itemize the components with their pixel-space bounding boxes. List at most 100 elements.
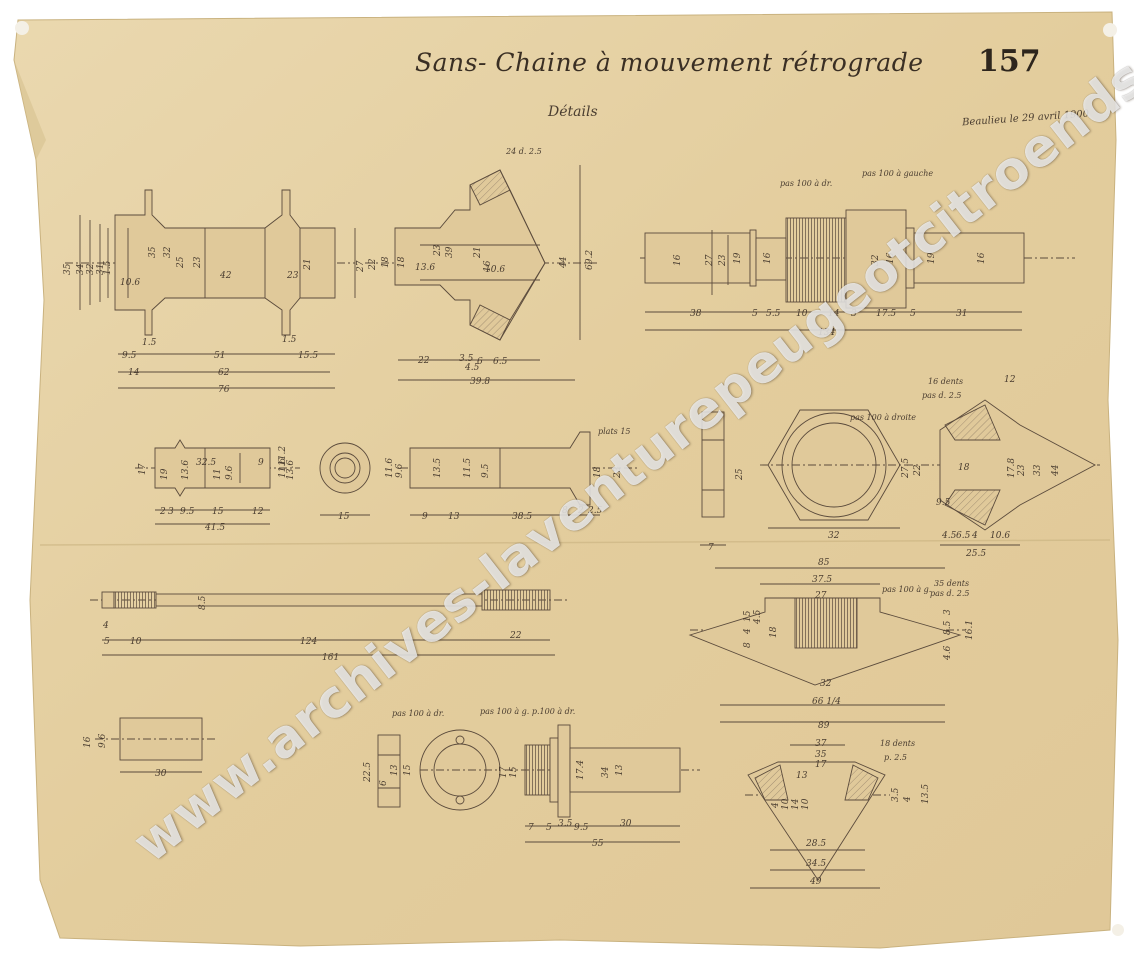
note-gear35-teeth: 35 dents	[934, 579, 969, 588]
dim-bevel-4: 23	[433, 244, 443, 257]
dim-hub-1: 34	[76, 263, 86, 275]
dim-gear18-2: 17	[815, 760, 827, 770]
dim-shaft-0: 16	[673, 254, 683, 266]
dim-gear35-14: 16.1	[965, 620, 975, 640]
dim-gear35-5: 8	[743, 642, 753, 648]
dim-shaft-16: 5	[910, 309, 916, 319]
dim-shaft-13: 14	[828, 309, 840, 319]
dim-bush-0: 17	[499, 766, 509, 778]
dim-shaft-11: 5.5	[766, 309, 781, 319]
gear-16-teeth-drawing	[905, 399, 1100, 546]
dim-shaft-5: 32	[871, 254, 881, 266]
hex-nut-side-drawing	[700, 411, 726, 546]
dim-hub-0: 35	[63, 263, 73, 275]
dim-gear16-4: 17.8	[1007, 458, 1017, 478]
dim-hub-12: 1.5	[142, 338, 157, 348]
dim-small-sleeve-2: 30	[155, 769, 167, 779]
dim-gear18-0: 37	[815, 739, 827, 749]
dim-shaft-15: 17.5	[876, 309, 896, 319]
dim-nut-0: 22.5	[363, 762, 373, 783]
dim-gear16-11: 4	[971, 531, 978, 541]
dim-sleeve-small-4: 11	[213, 469, 223, 480]
small-sleeve-drawing	[135, 439, 300, 525]
dim-bevel-5: 39	[445, 246, 455, 258]
dim-hub-9: 42	[219, 271, 232, 281]
dim-rod-1: 5	[104, 637, 110, 647]
dim-hub-14: 9.5	[122, 351, 137, 361]
gear-35-teeth-drawing	[688, 567, 965, 723]
dim-shaft-8: 16	[977, 252, 987, 264]
dim-gear18-6: 10	[801, 798, 811, 810]
dim-bush-8: 9.5	[574, 823, 589, 833]
dim-sleeve-small-6: 11.6	[278, 458, 288, 478]
dim-hub-5: 35	[148, 246, 158, 258]
dim-gear16-8: 9.5	[936, 498, 951, 508]
dim-shaft-2: 23	[718, 254, 728, 267]
dim-washer-0: 15	[338, 512, 350, 522]
dim-gear35-6: 4.5	[753, 609, 763, 625]
note-nut-pitch: pas 100 à dr.	[392, 709, 444, 718]
dim-gear35-12: 8.5	[943, 620, 953, 635]
dim-sleeve-long-4: 9.5	[481, 463, 491, 478]
dim-gear35-13: 3	[943, 609, 953, 615]
dim-shaft-7: 19	[927, 252, 937, 264]
dim-hub-4: 10.6	[120, 278, 140, 288]
dim-sleeve-small-3: 32.5	[196, 458, 216, 468]
dim-rod-3: 8.5	[198, 595, 208, 610]
dim-bush-7: 3.5	[558, 819, 573, 829]
note-gear35-pitch: pas 100 à g.	[882, 585, 931, 594]
dim-nut-3: 15	[403, 764, 413, 776]
dim-shaft-14: 3	[851, 309, 857, 319]
dim-gear16-6: 33	[1033, 464, 1043, 476]
long-rod-drawing	[90, 589, 570, 656]
dim-sleeve-small-15: 41.5	[204, 523, 225, 533]
dim-gear35-3: 15	[743, 610, 753, 622]
pin-hole-bottom-right	[1112, 924, 1124, 936]
threaded-bush-drawing	[505, 724, 700, 843]
note-shaft-pitch-left: pas 100 à gauche	[862, 169, 933, 178]
dim-bush-4: 13	[615, 764, 625, 776]
dim-sleeve-long-8: 13	[448, 512, 460, 522]
dim-gear18-13: 49	[809, 877, 822, 887]
dim-shaft-6: 16	[886, 252, 896, 264]
dim-bush-2: 17.4	[576, 760, 586, 780]
dim-bevel-13: 4.5	[464, 363, 480, 373]
dim-hub-7: 25	[176, 256, 186, 269]
dim-gear16-2: 22	[913, 464, 923, 477]
dim-gear16-1: 27.5	[901, 458, 911, 479]
dim-shaft-17: 31	[956, 309, 967, 319]
dim-bevel-9: 69.2	[585, 250, 595, 270]
dim-gear35-0: 85	[818, 558, 830, 568]
dim-hub-13: 1.5	[282, 335, 297, 345]
dim-bevel-14: 6	[477, 357, 483, 367]
dim-sleeve-small-0: 17	[138, 463, 148, 475]
dim-sleeve-small-1: 19	[160, 468, 170, 480]
dim-gear16-10: 6.5	[956, 531, 971, 541]
note-shaft-pitch-right: pas 100 à dr.	[780, 179, 832, 188]
dim-gear16-0: 12	[1004, 375, 1016, 385]
dim-shaft-18: 134	[818, 328, 835, 338]
dim-sleeve-small-8: 11.2	[278, 446, 288, 466]
dim-bevel-0: 27	[356, 260, 366, 273]
dim-sleeve-long-6: 23	[613, 466, 623, 479]
dim-shaft-4: 16	[763, 252, 773, 264]
dim-nut-1: 6	[379, 780, 389, 786]
dim-hub-11: 21	[303, 259, 313, 271]
bevel-gear-drawing	[365, 165, 600, 381]
dim-sleeve-long-1: 9.6	[395, 463, 405, 478]
dim-sleeve-long-11: 2	[577, 506, 584, 516]
paper-fold-crease	[39, 539, 1111, 546]
dim-hex-nut-2: 32	[828, 531, 840, 541]
dim-sleeve-small-10: 2	[159, 507, 166, 517]
dim-rod-5: 22	[509, 631, 522, 641]
note-sleeve-flange: plats 15	[598, 427, 631, 436]
dim-bush-3: 34	[601, 766, 611, 778]
dim-hub-18: 62	[218, 368, 230, 378]
pin-hole-top-right	[1103, 23, 1117, 37]
dim-bevel-15: 6.5	[493, 357, 508, 367]
dim-small-sleeve-0: 16	[83, 736, 93, 748]
dim-sleeve-long-7: 9	[422, 512, 428, 522]
dim-hub-10: 23	[286, 271, 299, 281]
dim-hub-8: 23	[193, 256, 203, 269]
dim-bush-10: 55	[592, 839, 604, 849]
